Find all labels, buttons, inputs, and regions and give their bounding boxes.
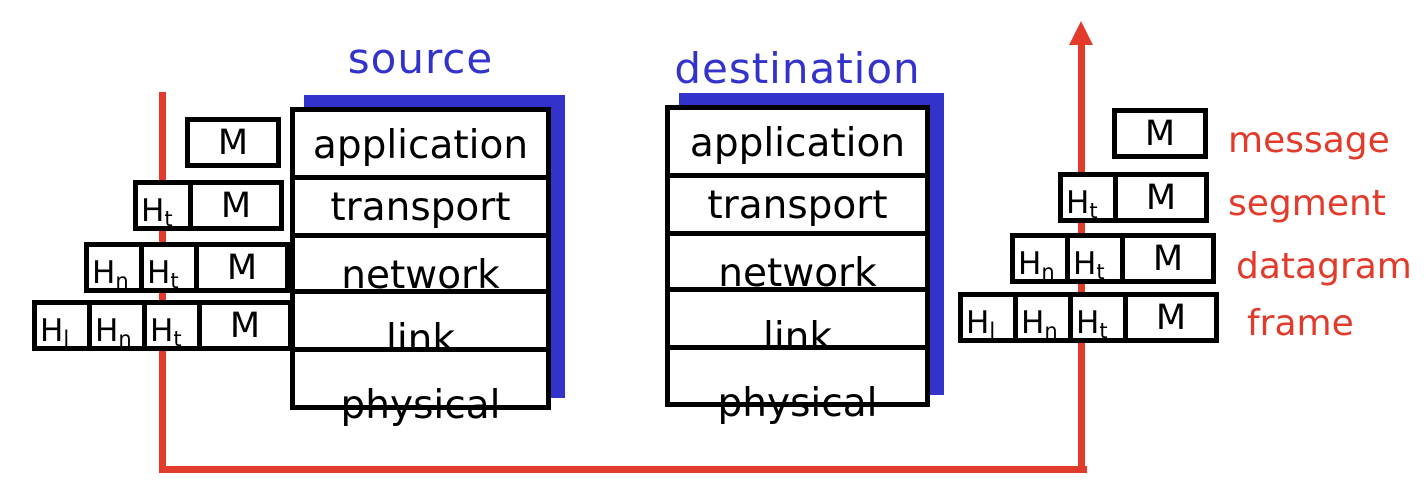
payload-label: M	[1145, 177, 1177, 218]
header-subscript: l	[63, 327, 70, 352]
payload-cell-m: M	[197, 305, 288, 346]
payload-label: M	[1152, 238, 1184, 279]
layer-physical: physical	[340, 383, 501, 428]
header-subscript: t	[164, 207, 173, 232]
payload-label: M	[1144, 113, 1176, 154]
header-label: H	[1073, 245, 1097, 282]
destination-stack: application transport network link physi…	[665, 105, 930, 423]
pdu-label-frame: frame	[1247, 303, 1354, 344]
payload-cell-m: M	[188, 185, 279, 226]
packet-row-message-right: M	[1112, 108, 1208, 159]
layer-divider	[670, 173, 925, 178]
header-label: H	[147, 254, 171, 291]
up-arrowhead-icon	[1069, 21, 1093, 45]
pdu-label-message: message	[1228, 120, 1390, 161]
payload-label: M	[217, 122, 249, 163]
header-label: H	[141, 192, 165, 229]
layer-link: link	[386, 317, 455, 362]
payload-cell-m: M	[190, 122, 276, 163]
header-label: H	[1066, 184, 1090, 221]
header-label: H	[92, 254, 116, 291]
pdu-label-datagram: datagram	[1236, 246, 1412, 287]
layer-divider	[295, 347, 546, 352]
header-subscript: n	[115, 269, 129, 294]
bottom-transfer-line	[159, 466, 1087, 473]
payload-cell-m: M	[194, 247, 285, 288]
payload-cell-m: M	[1113, 177, 1204, 218]
layer-application: application	[312, 123, 529, 168]
layer-divider	[295, 289, 546, 294]
layer-divider	[295, 233, 546, 238]
header-label: H	[150, 312, 174, 349]
header-subscript: n	[118, 327, 132, 352]
destination-title: destination	[674, 44, 921, 93]
packet-row-message-left: M	[185, 117, 281, 168]
header-label: H	[1018, 245, 1042, 282]
layer-transport: transport	[330, 185, 511, 230]
header-subscript: t	[173, 327, 182, 352]
source-stack: application transport network link physi…	[290, 107, 551, 425]
header-label: H	[1076, 304, 1100, 341]
header-subscript: t	[1089, 199, 1098, 224]
payload-cell-m: M	[1120, 238, 1211, 279]
layer-divider	[295, 175, 546, 180]
layer-network: network	[718, 251, 877, 296]
layer-transport: transport	[707, 183, 888, 228]
source-title: source	[347, 34, 494, 83]
header-subscript: n	[1041, 260, 1055, 285]
payload-label: M	[1155, 297, 1187, 338]
payload-cell-m: M	[1123, 297, 1214, 338]
header-label: H	[40, 312, 64, 349]
layer-divider	[670, 287, 925, 292]
header-subscript: n	[1044, 319, 1058, 344]
pdu-label-segment: segment	[1228, 183, 1386, 224]
header-label: H	[1021, 304, 1045, 341]
header-label: H	[95, 312, 119, 349]
layer-network: network	[341, 253, 500, 298]
payload-cell-m: M	[1117, 113, 1203, 154]
payload-label: M	[229, 305, 261, 346]
payload-label: M	[220, 185, 252, 226]
header-subscript: t	[1099, 319, 1108, 344]
layer-application: application	[689, 121, 906, 166]
layer-divider	[670, 231, 925, 236]
layer-physical: physical	[717, 381, 878, 426]
payload-label: M	[226, 247, 258, 288]
header-label: H	[966, 304, 990, 341]
layer-divider	[670, 345, 925, 350]
layer-link: link	[763, 315, 832, 360]
header-subscript: t	[170, 269, 179, 294]
header-subscript: l	[989, 319, 996, 344]
header-subscript: t	[1096, 260, 1105, 285]
